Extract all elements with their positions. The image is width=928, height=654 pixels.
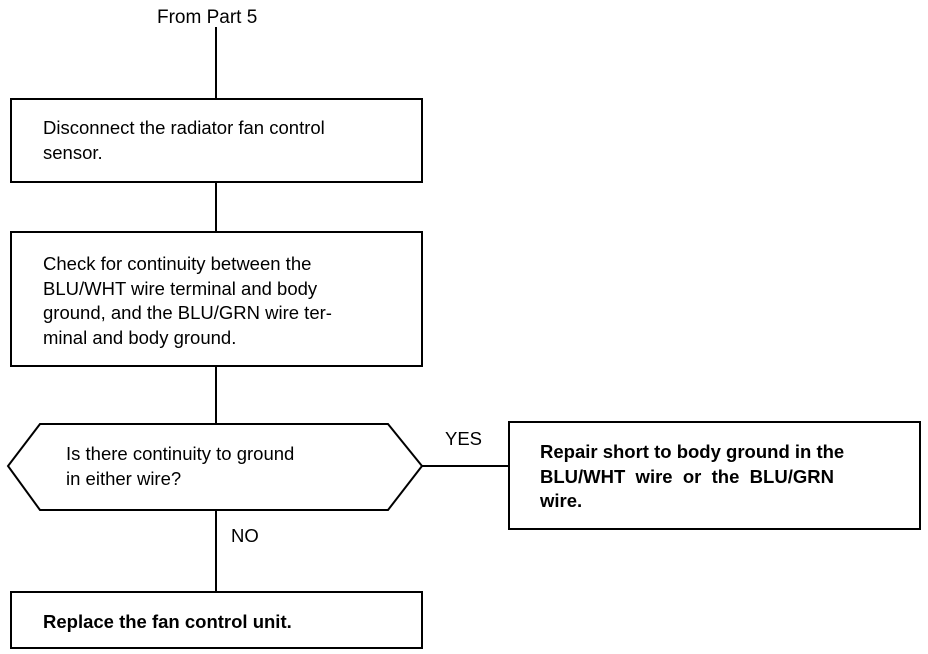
step1-line2: sensor.	[43, 141, 103, 163]
yes-result-line2: BLU/WHT wire or the BLU/GRN	[540, 465, 834, 487]
connector-decision-to-no-result	[215, 510, 217, 592]
step2-line2: BLU/WHT wire terminal and body	[43, 277, 318, 299]
no-label: NO	[231, 525, 259, 546]
decision-question: Is there continuity to ground in either …	[66, 442, 294, 491]
step1-line1: Disconnect the radiator fan control	[43, 117, 325, 138]
yes-result-line1: Repair short to body ground in the	[540, 441, 845, 462]
connector-step1-to-step2	[215, 182, 217, 232]
yes-result-line3: wire.	[540, 490, 583, 511]
step2-line1: Check for continuity between the	[43, 253, 312, 274]
yes-label: YES	[445, 428, 483, 449]
result-repair-short: Repair short to body ground in the BLU/W…	[508, 421, 921, 530]
no-result-line1: Replace the fan control unit.	[43, 611, 292, 632]
step-check-continuity: Check for continuity between the BLU/WHT…	[10, 231, 423, 367]
connector-start-to-step1	[215, 27, 217, 99]
result-replace-unit: Replace the fan control unit.	[10, 591, 423, 649]
step-disconnect-sensor: Disconnect the radiator fan control sens…	[10, 98, 423, 183]
step2-line4: minal and body ground.	[43, 326, 237, 348]
decision-line2: in either wire?	[66, 467, 182, 489]
start-label: From Part 5	[157, 7, 258, 28]
connector-decision-to-yes-result	[421, 465, 509, 467]
connector-step2-to-decision	[215, 366, 217, 423]
step2-line3: ground, and the BLU/GRN wire ter-	[43, 302, 332, 323]
decision-line1: Is there continuity to ground	[66, 443, 295, 464]
